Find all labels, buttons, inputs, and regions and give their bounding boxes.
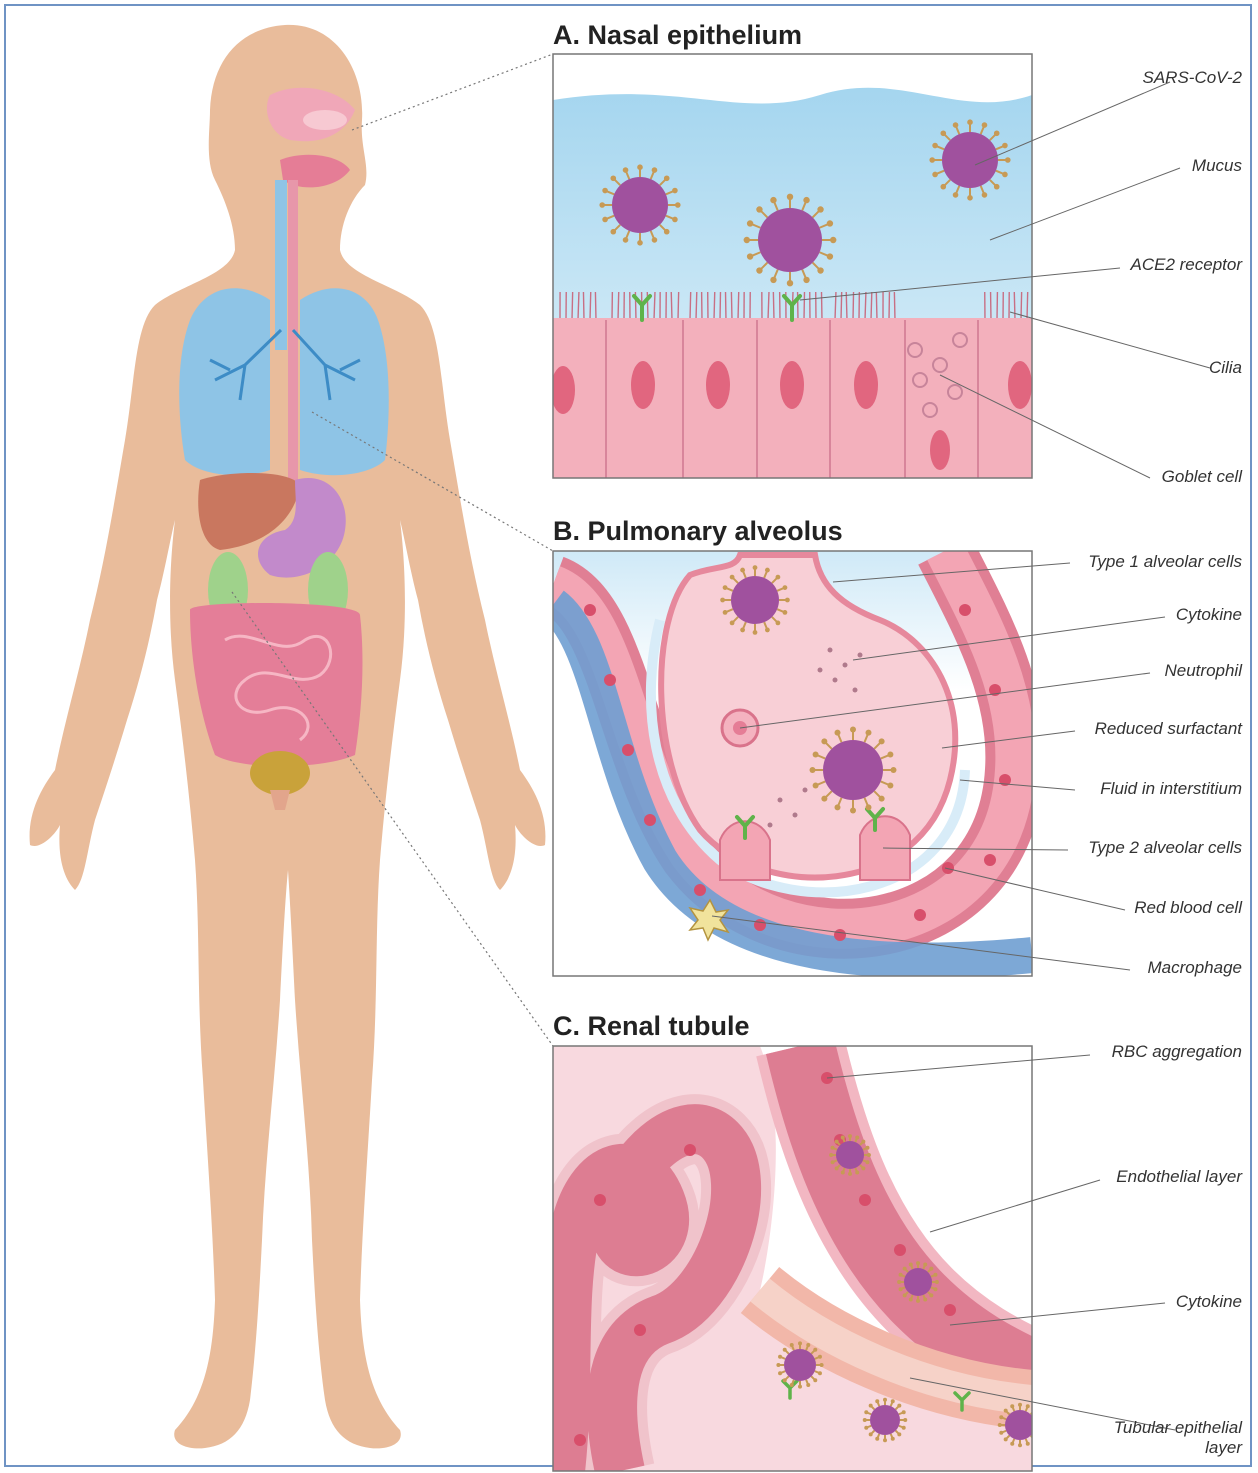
virus-particle: [599, 164, 680, 245]
virus-particle: [829, 1134, 871, 1176]
label-sars-cov-2: SARS-CoV-2: [1142, 68, 1242, 88]
right-lung: [300, 288, 389, 475]
virus-particle: [929, 119, 1010, 200]
virus-particle: [776, 1341, 823, 1388]
label-macrophage: Macrophage: [1147, 958, 1242, 978]
panel-a-illustration: [551, 54, 1032, 478]
virus-particle: [720, 565, 790, 635]
virus-particle: [863, 1398, 908, 1443]
label-type1-alveolar-cells: Type 1 alveolar cells: [1088, 552, 1242, 572]
label-reduced-surfactant: Reduced surfactant: [1095, 719, 1242, 739]
label-endothelial-layer: Endothelial layer: [1116, 1167, 1242, 1187]
label-cytokine-b: Cytokine: [1176, 605, 1242, 625]
label-rbc-aggregation: RBC aggregation: [1112, 1042, 1242, 1062]
panel-c-illustration: [553, 1046, 1042, 1471]
label-neutrophil: Neutrophil: [1165, 661, 1243, 681]
label-fluid-in-interstitium: Fluid in interstitium: [1100, 779, 1242, 799]
panel-a-title: A. Nasal epithelium: [553, 22, 802, 49]
virus-particle: [998, 1403, 1043, 1448]
bladder: [250, 751, 310, 795]
label-goblet-cell: Goblet cell: [1162, 467, 1242, 487]
panel-b-illustration: [553, 551, 1032, 976]
panel-b-title: B. Pulmonary alveolus: [553, 518, 843, 545]
trachea: [275, 180, 287, 350]
label-red-blood-cell: Red blood cell: [1134, 898, 1242, 918]
left-lung: [179, 288, 270, 475]
virus-particle: [897, 1261, 939, 1303]
label-ace2-receptor: ACE2 receptor: [1131, 255, 1243, 275]
human-body: [30, 25, 546, 1449]
panel-c-title: C. Renal tubule: [553, 1013, 750, 1040]
label-tubular-epithelial-layer: Tubular epithelial layer: [1112, 1418, 1242, 1457]
label-cytokine-c: Cytokine: [1176, 1292, 1242, 1312]
virus-particle: [744, 194, 837, 287]
label-cilia: Cilia: [1209, 358, 1242, 378]
intestines: [190, 603, 362, 766]
label-type2-alveolar-cells: Type 2 alveolar cells: [1088, 838, 1242, 858]
label-mucus: Mucus: [1192, 156, 1242, 176]
virus-particle: [810, 727, 897, 814]
